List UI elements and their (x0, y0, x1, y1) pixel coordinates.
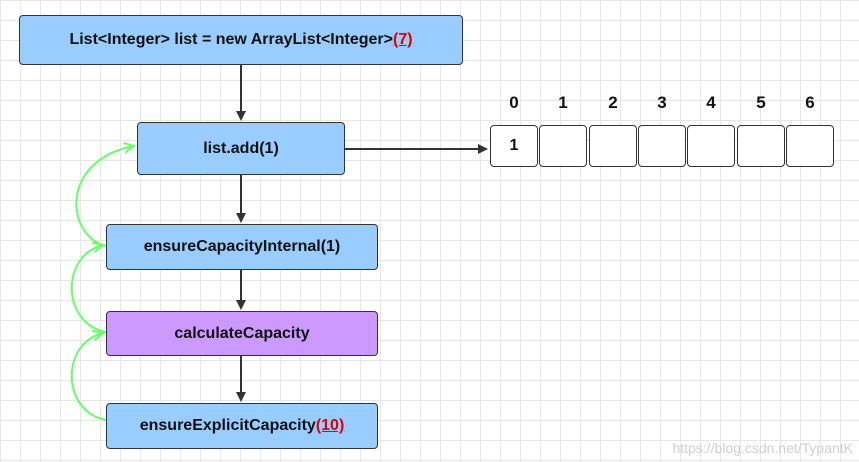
array-cell-1 (539, 125, 587, 167)
array-index-1: 1 (558, 93, 568, 112)
add-node: list.add(1) (137, 122, 345, 175)
declaration-capacity-highlight: (7) (392, 31, 413, 48)
array-cell-0: 1 (490, 125, 538, 167)
add-text: list.add(1) (203, 139, 279, 157)
ensure-capacity-internal-node: ensureCapacityInternal(1) (106, 224, 378, 270)
watermark: https://blog.csdn.net/TypantK (672, 440, 853, 456)
ensure-capacity-internal-text: ensureCapacityInternal(1) (143, 238, 341, 255)
return-arrow-ensure-explicit-to-calculate (70, 333, 107, 421)
array-index-2: 2 (608, 93, 618, 112)
ensure-explicit-capacity-highlight: (10) (315, 417, 345, 434)
declaration-node: List<Integer> list = new ArrayList<Integ… (19, 15, 463, 65)
return-arrow-ensure-internal-to-add (75, 146, 134, 247)
array-index-3: 3 (657, 93, 667, 112)
calculate-capacity-node: calculateCapacity (106, 311, 378, 356)
array-cell-2 (589, 125, 637, 167)
array-cell-6 (786, 125, 834, 167)
ensure-explicit-capacity-node: ensureExplicitCapacity(10) (106, 403, 378, 449)
declaration-text: List<Integer> list = new ArrayList<Integ… (69, 31, 393, 48)
array-index-4: 4 (706, 93, 716, 112)
ensure-explicit-capacity-text: ensureExplicitCapacity (139, 417, 316, 434)
return-arrow-calculate-to-ensure-internal (70, 245, 107, 333)
array-index-0: 0 (509, 93, 519, 112)
array-cell-3 (638, 125, 686, 167)
array-cell-5 (737, 125, 785, 167)
array-index-6: 6 (805, 93, 815, 112)
calculate-capacity-text: calculateCapacity (174, 324, 310, 342)
array-index-5: 5 (756, 93, 766, 112)
array-cell-4 (687, 125, 735, 167)
